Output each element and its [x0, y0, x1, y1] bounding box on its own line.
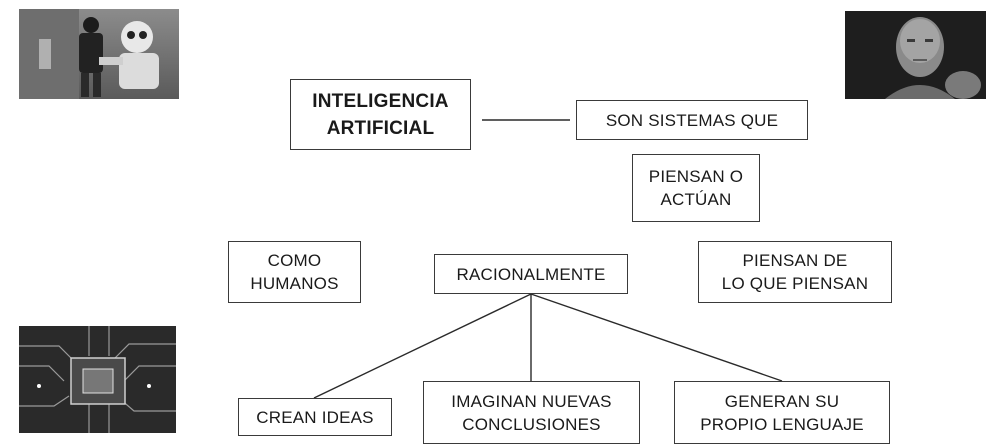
piensan-de-box: PIENSAN DE LO QUE PIENSAN — [698, 241, 892, 303]
racional-to-crean-line — [313, 293, 532, 399]
racional-to-generan-line — [530, 293, 783, 382]
crean-ideas-box: CREAN IDEAS — [238, 398, 392, 436]
circuit-chip-photo — [19, 326, 176, 433]
como-humanos-box: COMO HUMANOS — [228, 241, 361, 303]
humanoid-face-photo — [845, 11, 986, 99]
son-sistemas-box: SON SISTEMAS QUE — [576, 100, 808, 140]
title-box: INTELIGENCIA ARTIFICIAL — [290, 79, 471, 150]
imaginan-box: IMAGINAN NUEVAS CONCLUSIONES — [423, 381, 640, 444]
piensan-actuan-box: PIENSAN O ACTÚAN — [632, 154, 760, 222]
robot-photo — [19, 9, 179, 99]
generan-box: GENERAN SU PROPIO LENGUAJE — [674, 381, 890, 444]
racionalmente-box: RACIONALMENTE — [434, 254, 628, 294]
